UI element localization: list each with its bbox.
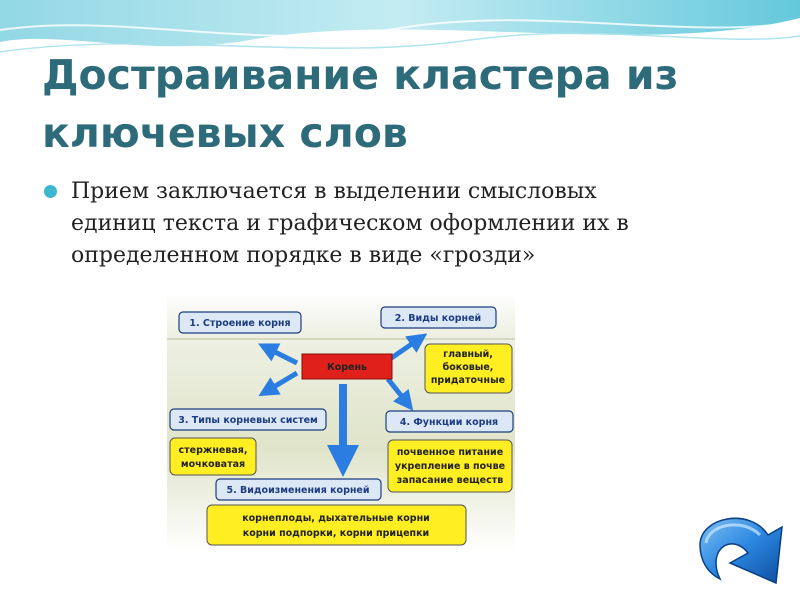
svg-text:мочковатая: мочковатая [181, 459, 245, 470]
title-line-2: ключевых слов [42, 109, 408, 157]
cluster-diagram-svg: Корень 1. Строение корня 2. Виды корней … [167, 293, 515, 552]
arrow-to-box2 [388, 333, 428, 362]
label-box-5-text: 5. Видоизменения корней [226, 485, 369, 496]
label-box-2-text: 2. Виды корней [395, 313, 481, 324]
detail-box-5: корнеплоды, дыхательные корни корни подп… [206, 504, 467, 546]
label-box-1-text: 1. Строение корня [189, 318, 290, 329]
title-line-1: Достраивание кластера из [42, 51, 679, 99]
svg-text:придаточные: придаточные [431, 375, 505, 386]
svg-text:почвенное питание: почвенное питание [397, 447, 503, 458]
svg-text:укрепление в почве: укрепление в почве [395, 461, 505, 472]
label-box-3: 3. Типы корневых систем [169, 408, 327, 431]
slide-title: Достраивание кластера из ключевых слов [42, 46, 762, 162]
svg-text:главный,: главный, [443, 349, 493, 360]
label-box-4: 4. Функции корня [385, 410, 514, 433]
detail-box-4: почвенное питание укрепление в почве зап… [387, 439, 513, 493]
label-box-4-text: 4. Функции корня [400, 417, 498, 428]
cluster-diagram: Корень 1. Строение корня 2. Виды корней … [167, 293, 515, 552]
arrow-to-box4 [386, 377, 414, 411]
svg-text:корни подпорки, корни прицепки: корни подпорки, корни прицепки [243, 528, 429, 539]
svg-text:корнеплоды, дыхательные корни: корнеплоды, дыхательные корни [242, 513, 430, 524]
arrow-to-box1 [258, 343, 299, 366]
svg-text:стержневая,: стержневая, [179, 445, 248, 456]
root-box-label: Корень [327, 362, 367, 373]
bullet-item: Прием заключается в выделении смысловых … [44, 176, 704, 272]
svg-text:запасание веществ: запасание веществ [397, 475, 503, 486]
arrow-to-box3 [258, 370, 299, 397]
label-box-2: 2. Виды корней [380, 306, 497, 329]
root-box: Корень [301, 353, 393, 380]
label-box-1: 1. Строение корня [178, 311, 302, 334]
label-box-5: 5. Видоизменения корней [215, 478, 382, 501]
detail-box-2: главный, боковые, придаточные [424, 343, 513, 394]
curved-arrow-down-right-icon[interactable] [690, 505, 795, 600]
svg-text:боковые,: боковые, [443, 362, 494, 373]
circle-bullet-icon [44, 185, 57, 198]
header-wave-decoration [0, 0, 800, 53]
detail-box-3: стержневая, мочковатая [169, 437, 257, 476]
label-box-3-text: 3. Типы корневых систем [178, 415, 318, 426]
bullet-text: Прием заключается в выделении смысловых … [71, 179, 629, 268]
